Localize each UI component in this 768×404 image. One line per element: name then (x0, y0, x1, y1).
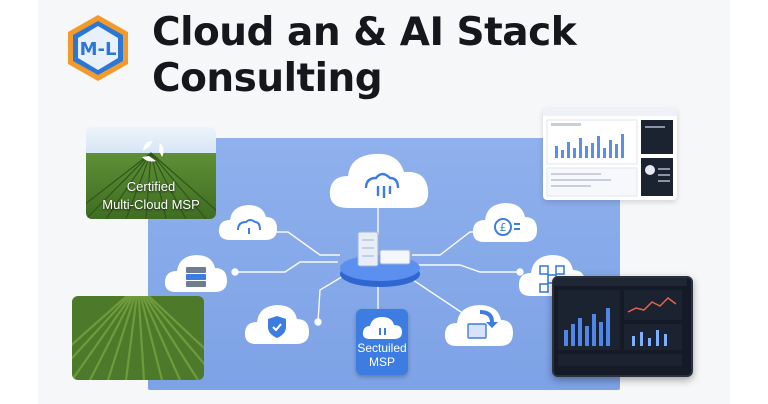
crop-field-photo (72, 296, 204, 380)
certified-card: Certified Multi-Cloud MSP (86, 127, 216, 219)
field-photo (86, 127, 216, 219)
title-line-2: Consulting (152, 56, 383, 101)
certified-label: Certified (126, 179, 176, 194)
page-title: Cloud an & AI Stack Consulting (152, 10, 577, 102)
msp-badge: Sectuiled MSP (356, 309, 408, 375)
server-platform-icon (338, 228, 422, 290)
analytics-cloud-icon (326, 146, 432, 212)
brand-logo: M-L (62, 12, 134, 84)
svg-text:£: £ (500, 221, 507, 234)
title-line-1: Cloud an & AI Stack (152, 10, 577, 55)
database-cloud-icon (218, 200, 278, 242)
logo-text: M-L (80, 39, 117, 60)
server-stack-cloud-icon (164, 250, 228, 294)
finance-cloud-icon: £ (472, 198, 538, 244)
cycle-badge-icon (142, 141, 164, 162)
analytics-dashboard-dark (552, 276, 693, 377)
migration-cloud-icon (444, 300, 514, 348)
msp-badge-line-1: Sectuiled (357, 341, 407, 355)
msp-badge-line-2: MSP (368, 355, 395, 369)
security-shield-cloud-icon (244, 300, 310, 346)
analytics-dashboard-light (543, 108, 677, 200)
multi-cloud-msp-label: Multi-Cloud MSP (102, 197, 200, 212)
